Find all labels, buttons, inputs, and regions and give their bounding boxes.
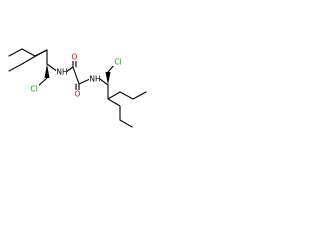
bond-layer — [8, 48, 147, 128]
wedge-bond — [105, 72, 111, 85]
bond — [72, 66, 80, 85]
nitrogen-label-right: NH — [89, 75, 100, 84]
chemical-structure: NH O O NH Cl Cl — [8, 48, 147, 128]
bond — [107, 91, 121, 100]
nitrogen-label-left: NH — [56, 68, 67, 77]
bond — [99, 78, 109, 86]
oxygen-label-bottom: O — [75, 90, 81, 99]
oxygen-label-top: O — [72, 53, 78, 62]
bond — [107, 98, 121, 107]
bond — [21, 48, 36, 57]
bond — [8, 63, 23, 72]
bond — [119, 91, 134, 100]
bond — [33, 49, 48, 58]
bond — [65, 66, 74, 73]
bond — [21, 56, 35, 65]
bond — [8, 48, 23, 57]
atom-label-layer: NH O O NH Cl Cl — [29, 53, 123, 99]
bond — [78, 78, 91, 85]
bond — [119, 119, 133, 128]
bond — [132, 91, 147, 100]
chlorine-label-left: Cl — [30, 85, 37, 94]
wedge-bond — [44, 64, 50, 78]
chlorine-label-right: Cl — [114, 58, 121, 67]
